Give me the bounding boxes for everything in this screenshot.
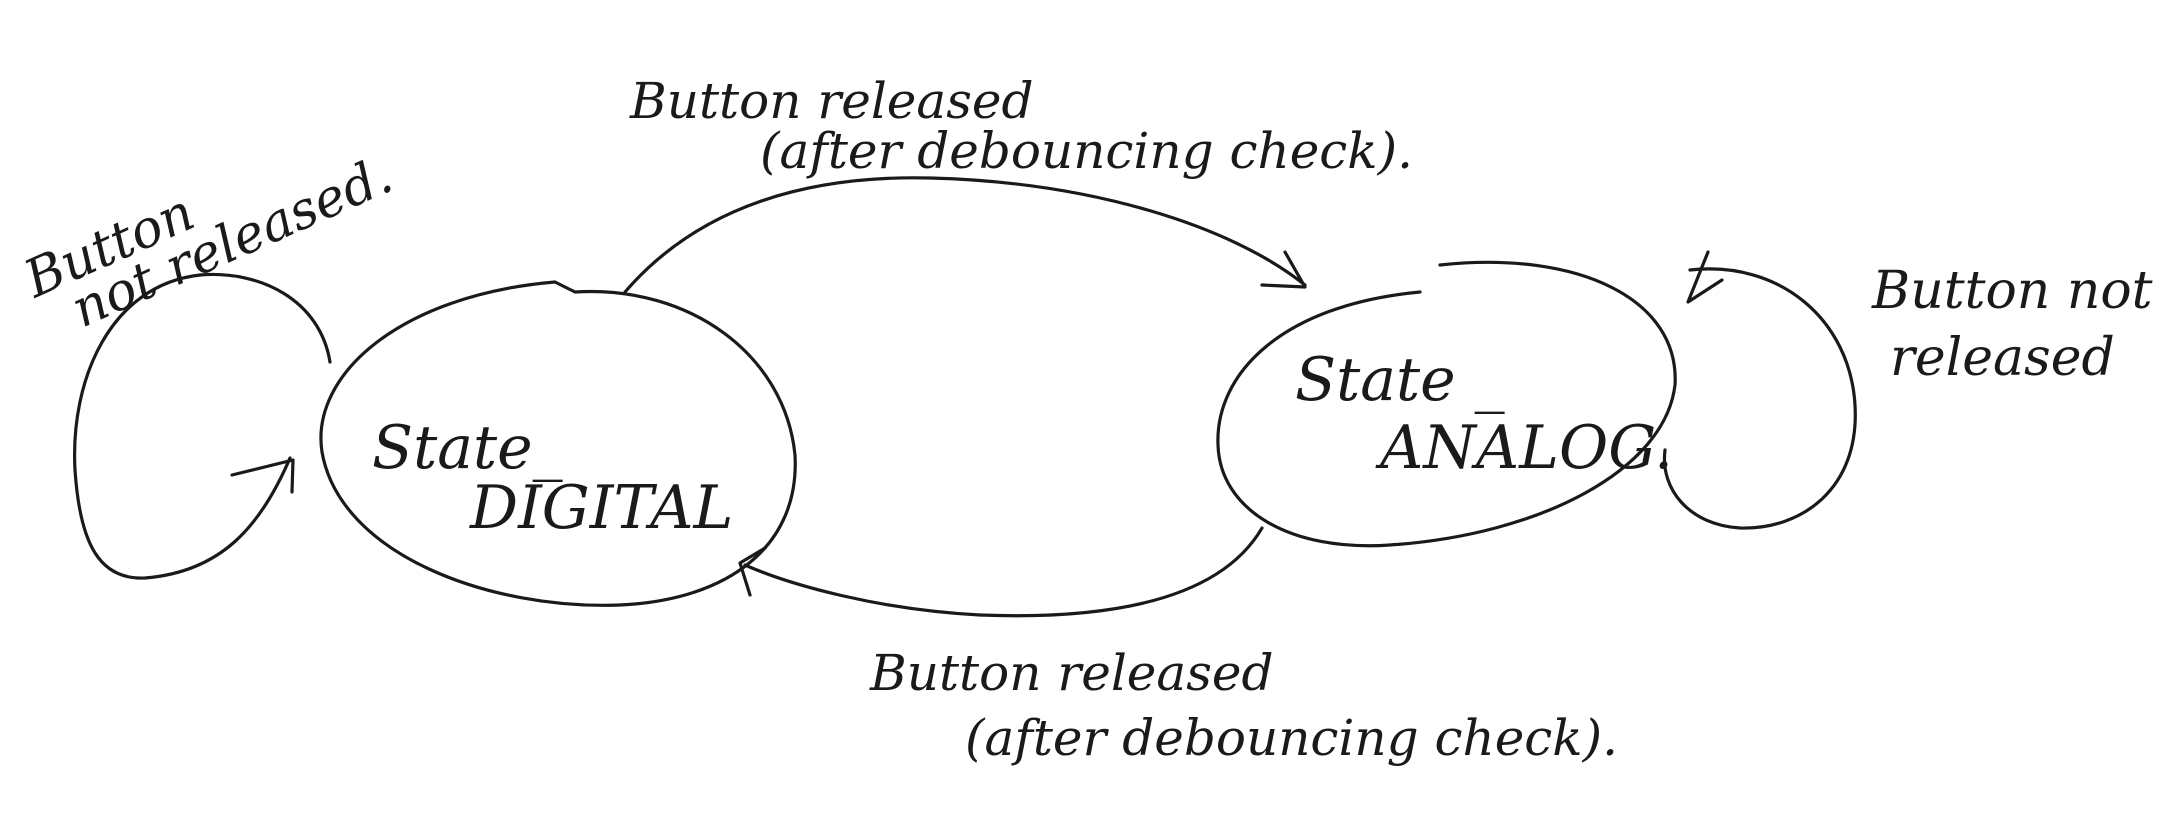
transition-digital-to-analog: Button released (after debouncing check)… xyxy=(623,72,1413,294)
self-loop-digital-arrowhead xyxy=(230,458,295,494)
state-node-digital: State_ DIGITAL xyxy=(319,280,797,607)
transition-top-arc xyxy=(623,176,1307,294)
state-digital-ellipse xyxy=(319,280,797,607)
self-loop-digital-curve xyxy=(72,272,332,580)
transition-top-label-line1: Button released xyxy=(629,72,1033,130)
self-loop-analog-arrowhead xyxy=(1686,250,1724,304)
state-digital-label-line2: DIGITAL xyxy=(469,473,733,543)
self-loop-digital: Button not released. xyxy=(15,145,401,580)
transition-bottom-arrowhead xyxy=(738,546,767,597)
transition-analog-to-digital: Button released (after debouncing check)… xyxy=(738,526,1618,767)
transition-bottom-arc xyxy=(743,526,1264,618)
self-loop-analog: Button not released xyxy=(1662,250,2153,530)
transition-top-arrowhead xyxy=(1260,250,1307,289)
self-loop-analog-curve xyxy=(1662,267,1857,530)
state-analog-ellipse xyxy=(1216,260,1677,548)
self-loop-analog-label-line2: released xyxy=(1890,328,2115,388)
state-digital-label-line1: State_ xyxy=(372,413,563,483)
transition-top-label-line2: (after debouncing check). xyxy=(760,122,1413,180)
state-analog-label-line2: ANALOG. xyxy=(1375,413,1673,483)
transition-bottom-label-line1: Button released xyxy=(869,644,1273,702)
transition-bottom-label-line2: (after debouncing check). xyxy=(965,709,1618,767)
state-analog-label-line1: State _ xyxy=(1295,345,1505,415)
state-node-analog: State _ ANALOG. xyxy=(1216,260,1677,548)
self-loop-analog-label-line1: Button not xyxy=(1871,261,2153,321)
